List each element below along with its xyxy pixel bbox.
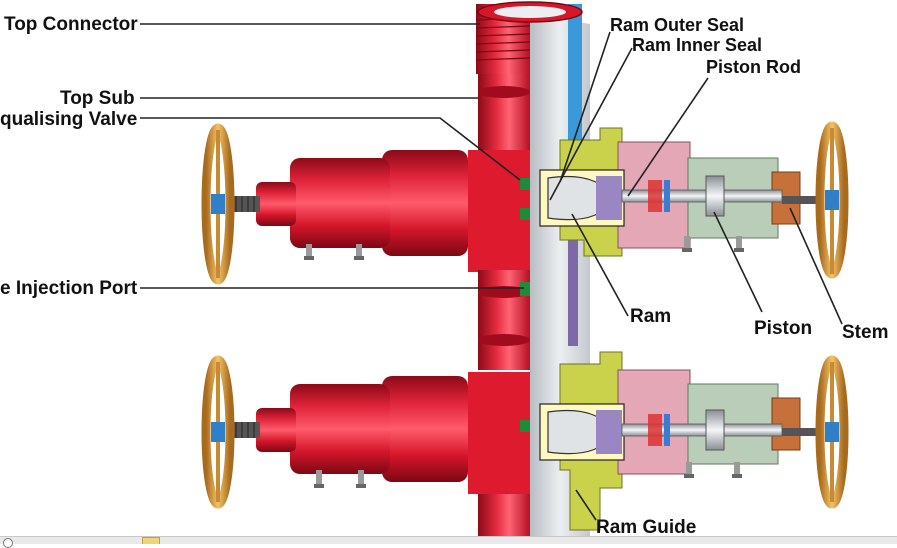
label-piston: Piston xyxy=(754,318,812,339)
circle-icon[interactable] xyxy=(3,538,13,548)
left-actuator-upper xyxy=(226,150,468,260)
label-injection-port: e Injection Port xyxy=(0,278,138,299)
handwheel-left-lower xyxy=(201,355,235,509)
label-ram-guide: Ram Guide xyxy=(596,517,696,538)
leader-ram-inner-seal xyxy=(549,47,633,201)
leader-lines xyxy=(140,23,843,521)
leader-stem xyxy=(789,207,843,325)
main-bore-body xyxy=(468,1,590,536)
label-ram-outer-seal: Ram Outer Seal xyxy=(610,15,744,35)
label-top-sub: Top Sub xyxy=(60,88,135,109)
label-stem: Stem xyxy=(842,322,888,343)
label-ram-inner-seal: Ram Inner Seal xyxy=(632,35,762,55)
leader-ram xyxy=(571,213,629,317)
label-piston-rod: Piston Rod xyxy=(706,57,801,77)
folder-tab-icon[interactable] xyxy=(142,537,160,544)
leader-piston-rod xyxy=(627,77,709,197)
label-top-connector: Top Connector xyxy=(4,14,138,35)
handwheel-right-upper xyxy=(815,121,849,279)
right-cutaway-upper xyxy=(539,127,822,257)
leader-ram-outer-seal xyxy=(559,31,611,183)
handwheel-left-upper xyxy=(201,123,235,285)
leader-piston xyxy=(713,211,763,313)
right-cutaway-lower xyxy=(539,351,822,531)
left-actuator-lower xyxy=(226,376,468,488)
handwheel-right-lower xyxy=(815,355,849,509)
bottom-toolbar-strip xyxy=(0,536,897,544)
leader-ram-guide xyxy=(575,489,597,521)
label-equalising-valve: qualising Valve xyxy=(0,109,137,130)
label-ram: Ram xyxy=(630,306,671,327)
leader-equalising-valve xyxy=(140,117,521,181)
